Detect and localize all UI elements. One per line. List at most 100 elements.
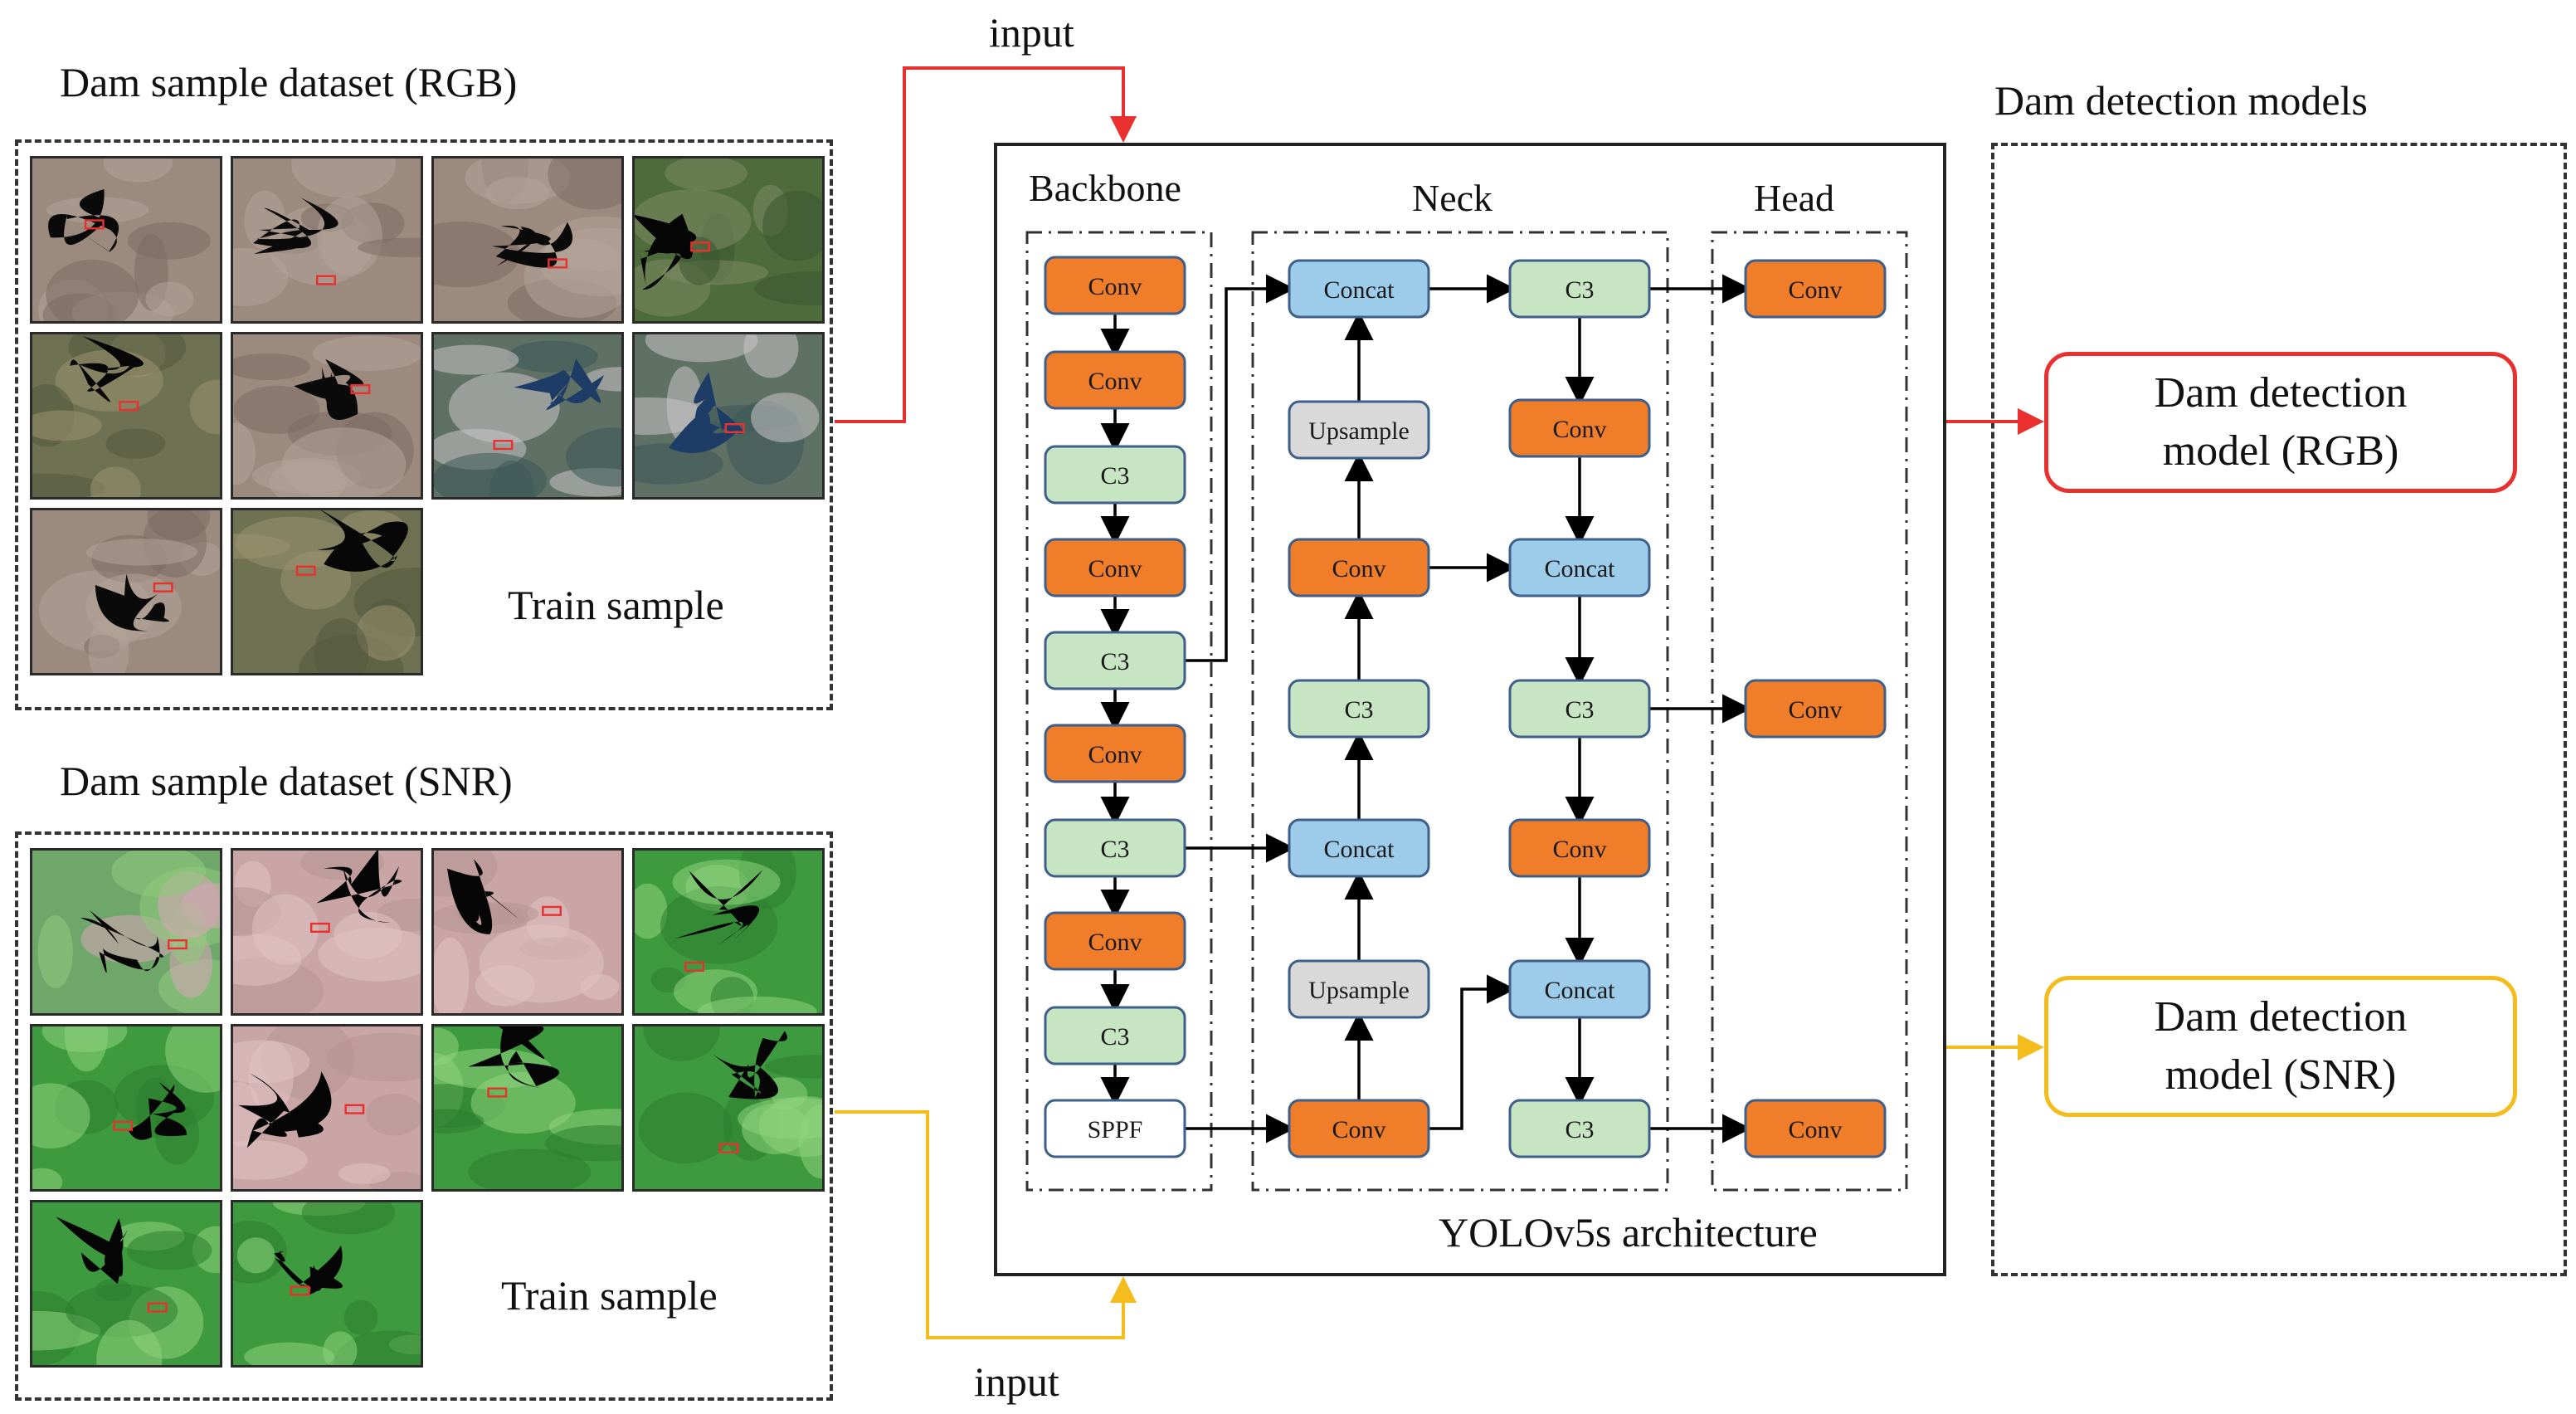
module-label: C3	[1565, 696, 1594, 724]
neck-section-box	[1251, 231, 1669, 1192]
top-input-label: input	[989, 9, 1074, 56]
rgb-dataset-title: Dam sample dataset (RGB)	[60, 59, 518, 105]
module-upsample-neck-left: Upsample	[1288, 400, 1430, 460]
module-label: Upsample	[1308, 417, 1410, 445]
module-conv-backbone: Conv	[1044, 911, 1186, 971]
snr-dataset-box	[15, 831, 833, 1401]
rgb-input-arrow	[835, 66, 1137, 423]
module-c3-backbone: C3	[1044, 445, 1186, 505]
module-conv-neck-left: Conv	[1288, 1099, 1430, 1158]
module-conv-head: Conv	[1744, 259, 1887, 319]
snr-thumbnail	[632, 1024, 825, 1192]
module-conv-backbone: Conv	[1044, 538, 1186, 597]
rgb-train-sample-caption: Train sample	[508, 582, 724, 628]
module-c3-neck-right: C3	[1508, 259, 1651, 319]
module-upsample-neck-left: Upsample	[1288, 959, 1430, 1019]
module-conv-head: Conv	[1744, 679, 1887, 739]
head-label: Head	[1754, 177, 1835, 219]
module-label: C3	[1565, 1116, 1594, 1143]
module-label: C3	[1100, 1023, 1129, 1051]
module-label: Conv	[1788, 276, 1842, 304]
module-concat-neck-left: Concat	[1288, 259, 1430, 319]
module-conv-neck-right: Conv	[1508, 398, 1651, 458]
snr-model-line1: Dam detection	[2154, 992, 2408, 1041]
skip-arrow-c3-to-concat	[1185, 274, 1295, 662]
module-label: C3	[1100, 648, 1129, 675]
module-concat-neck-left: Concat	[1288, 818, 1430, 878]
module-label: Conv	[1552, 836, 1606, 863]
module-conv-backbone: Conv	[1044, 350, 1186, 410]
snr-thumbnail	[30, 848, 222, 1016]
module-c3-backbone: C3	[1044, 631, 1186, 690]
module-label: C3	[1344, 696, 1373, 724]
rgb-thumbnail	[231, 332, 423, 500]
rgb-model-line2: model (RGB)	[2162, 427, 2399, 475]
rgb-thumbnail	[30, 156, 222, 324]
rgb-thumbnail	[231, 156, 423, 324]
rgb-model-box: Dam detection model (RGB)	[2044, 352, 2517, 493]
module-c3-backbone: C3	[1044, 818, 1186, 878]
module-label: Conv	[1088, 273, 1142, 300]
module-label: Conv	[1332, 1116, 1385, 1143]
module-sppf-backbone: SPPF	[1044, 1099, 1186, 1158]
rgb-model-line1: Dam detection	[2154, 368, 2408, 417]
architecture-caption: YOLOv5s architecture	[1439, 1209, 1818, 1256]
snr-train-sample-caption: Train sample	[501, 1272, 718, 1319]
models-box	[1991, 143, 2567, 1276]
module-conv-backbone: Conv	[1044, 256, 1186, 315]
head-section-box	[1711, 231, 1908, 1192]
rgb-thumbnail	[30, 332, 222, 500]
rgb-thumbnail	[632, 332, 825, 500]
module-conv-neck-left: Conv	[1288, 538, 1430, 597]
rgb-thumbnail	[231, 508, 423, 675]
module-label: Conv	[1788, 696, 1842, 724]
snr-thumbnail	[431, 848, 624, 1016]
module-c3-neck-right: C3	[1508, 679, 1651, 739]
snr-thumbnail	[231, 1024, 423, 1192]
module-label: Concat	[1545, 555, 1616, 583]
snr-thumbnail	[231, 848, 423, 1016]
rgb-thumbnail	[431, 332, 624, 500]
module-label: Conv	[1088, 741, 1142, 768]
rgb-thumbnail	[431, 156, 624, 324]
bottom-input-label: input	[974, 1358, 1059, 1405]
module-c3-backbone: C3	[1044, 1006, 1186, 1065]
snr-thumbnail	[30, 1024, 222, 1192]
backbone-label: Backbone	[1029, 167, 1181, 209]
yolov5s-architecture-frame	[994, 143, 1946, 1276]
module-label: C3	[1100, 836, 1129, 863]
module-concat-neck-right: Concat	[1508, 538, 1651, 597]
module-label: Conv	[1088, 368, 1142, 395]
module-label: Concat	[1545, 977, 1616, 1004]
neck-label: Neck	[1412, 177, 1493, 219]
module-c3-neck-right: C3	[1508, 1099, 1651, 1158]
module-label: Concat	[1324, 276, 1395, 304]
module-label: Conv	[1088, 555, 1142, 583]
module-label: C3	[1565, 276, 1594, 304]
conv-to-concat-bottom-arrow	[1429, 974, 1516, 1130]
rgb-thumbnail	[632, 156, 825, 324]
snr-thumbnail	[431, 1024, 624, 1192]
module-label: Upsample	[1308, 977, 1410, 1004]
snr-thumbnail	[231, 1200, 423, 1368]
module-conv-backbone: Conv	[1044, 724, 1186, 783]
snr-input-arrow	[835, 1110, 1137, 1339]
snr-thumbnail	[632, 848, 825, 1016]
module-label: C3	[1100, 462, 1129, 490]
module-label: SPPF	[1088, 1116, 1143, 1143]
module-label: Conv	[1788, 1116, 1842, 1143]
module-conv-neck-right: Conv	[1508, 818, 1651, 878]
models-title: Dam detection models	[1994, 77, 2368, 124]
rgb-dataset-box	[15, 139, 833, 710]
module-c3-neck-left: C3	[1288, 679, 1430, 739]
backbone-section-box	[1025, 231, 1213, 1192]
snr-dataset-title: Dam sample dataset (SNR)	[60, 758, 513, 804]
snr-model-line2: model (SNR)	[2165, 1051, 2397, 1099]
module-label: Concat	[1324, 836, 1395, 863]
module-conv-head: Conv	[1744, 1099, 1887, 1158]
module-label: Conv	[1332, 555, 1385, 583]
snr-thumbnail	[30, 1200, 222, 1368]
module-label: Conv	[1552, 416, 1606, 443]
